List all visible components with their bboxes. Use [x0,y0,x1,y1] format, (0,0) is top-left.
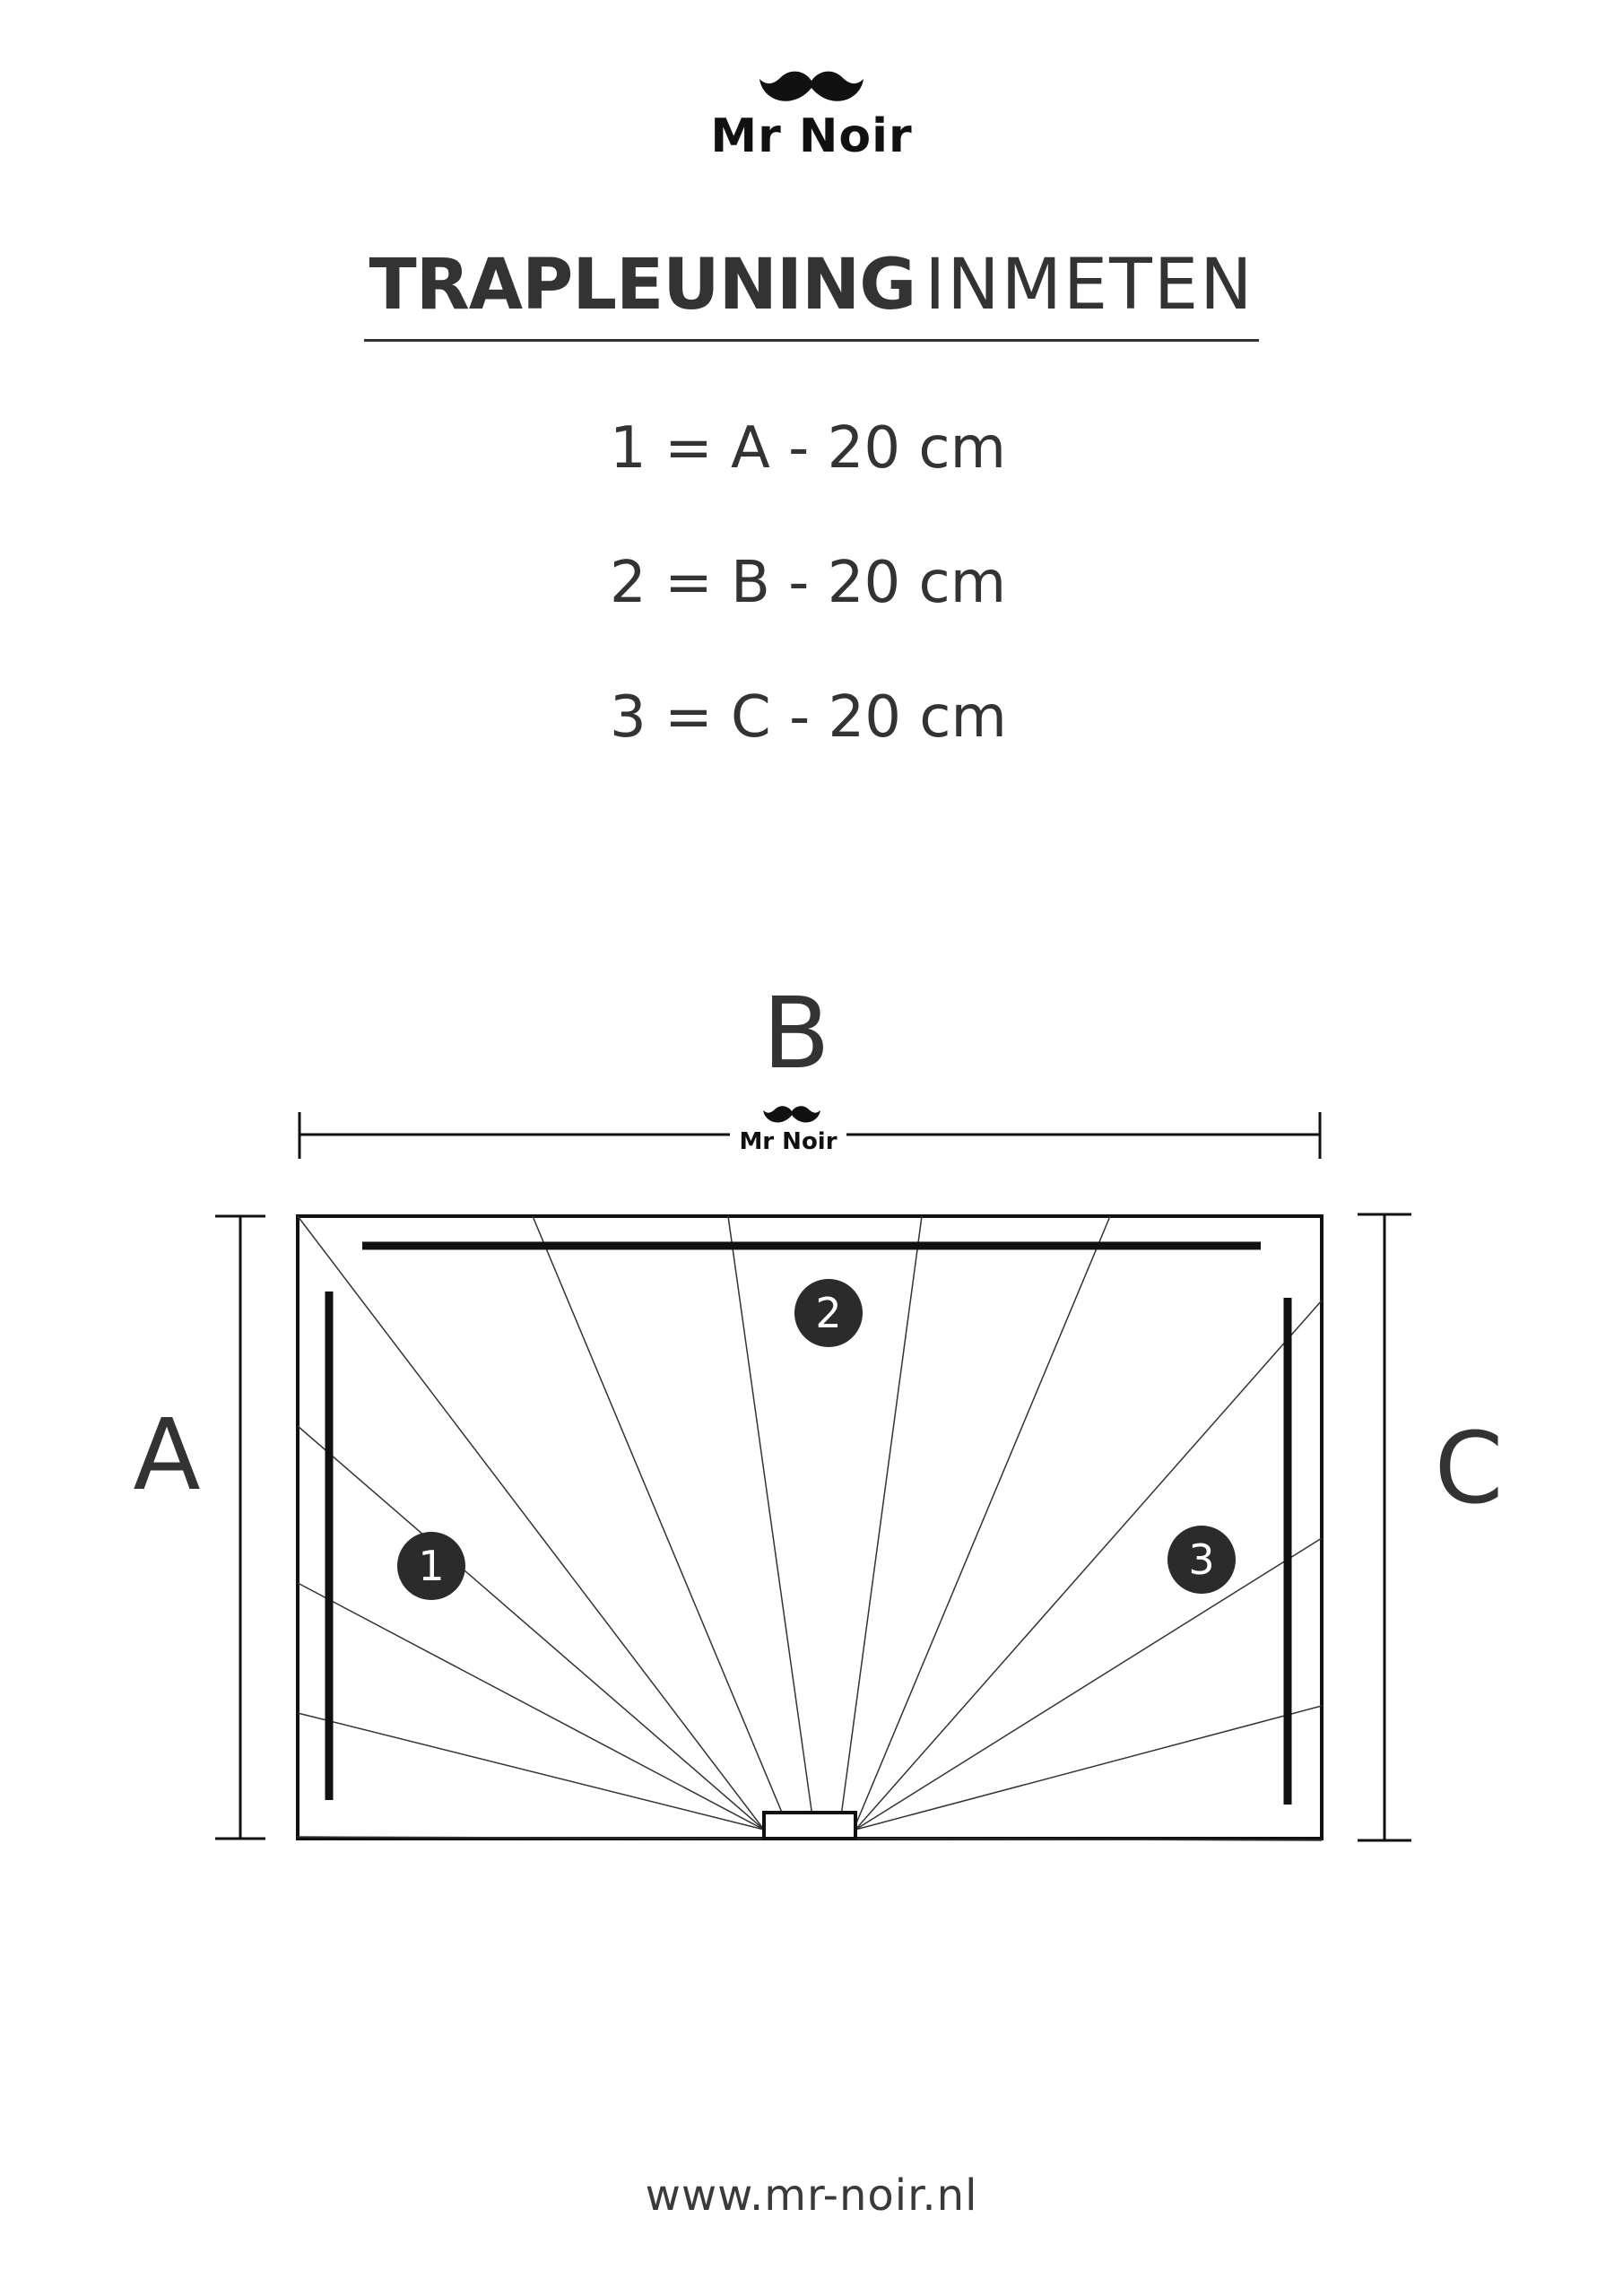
mustache-icon [759,71,864,101]
brand-logo: Mr Noir [0,63,1623,163]
marker-3-label: 3 [1188,1535,1214,1584]
marker-2: 2 [794,1279,863,1347]
dimension-label-c: C [1435,1411,1504,1526]
stair-step-lines [297,1215,1323,1841]
watermark-mustache-icon [763,1106,820,1123]
title-light-text: INMETEN [924,245,1254,326]
formula-1: 1 = A - 20 cm [610,415,1006,482]
marker-1: 1 [397,1532,465,1600]
marker-2-label: 2 [815,1289,841,1337]
brand-name: Mr Noir [710,109,913,163]
dimension-label-a: A [133,1397,200,1512]
stair-landing [762,1811,857,1840]
title-bold-text: TRAPLEUNING [369,245,917,326]
marker-3: 3 [1167,1526,1236,1594]
formula-3: 3 = C - 20 cm [610,684,1007,751]
formula-2: 2 = B - 20 cm [610,550,1007,616]
watermark-text: Mr Noir [739,1128,837,1155]
dimension-label-b: B [762,976,829,1091]
marker-1-label: 1 [418,1542,444,1590]
staircase-diagram: B Mr Noir A C 1 2 [133,976,1504,1842]
footer-url: www.mr-noir.nl [645,2170,978,2221]
